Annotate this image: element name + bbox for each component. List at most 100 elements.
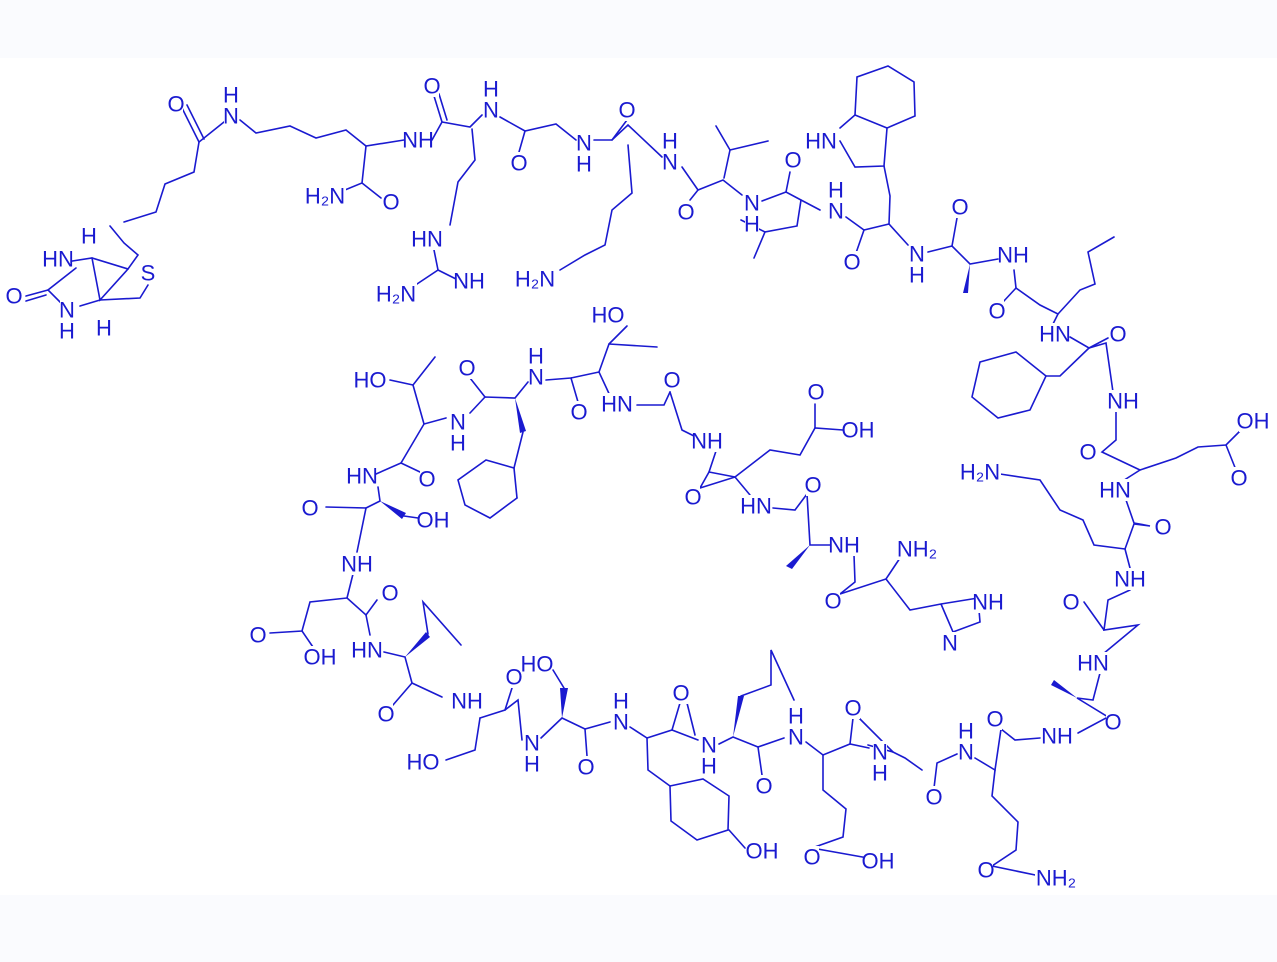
atom-label-bg	[974, 591, 1002, 613]
atom-label-thr2-O: O	[570, 400, 587, 425]
atom-label-bg	[484, 99, 498, 121]
structure-canvas	[0, 58, 1277, 895]
atom-label-ser2-NH: NH	[451, 689, 483, 714]
atom-label-bg	[745, 213, 759, 235]
atom-label-glu3-HN: HN	[740, 494, 772, 519]
atom-label-bg	[614, 690, 628, 712]
atom-label-bg	[845, 251, 859, 273]
atom-label-bg	[786, 149, 800, 171]
atom-label-bg	[910, 243, 924, 265]
atom-label-bg	[1081, 441, 1095, 463]
atom-label-gln-O: O	[986, 707, 1003, 732]
atom-label-bg	[529, 345, 543, 367]
atom-label-bg	[251, 624, 265, 646]
atom-label-bg	[1116, 568, 1144, 590]
atom-label-bg	[451, 411, 465, 433]
atom-label-trp-HN: HN	[805, 129, 837, 154]
atom-label-gly2-O: O	[844, 696, 861, 721]
atom-label-bg	[959, 461, 1001, 483]
atom-label-bg	[1239, 410, 1267, 432]
atom-label-bg	[384, 191, 398, 213]
atom-label-glu3-O: O	[807, 380, 824, 405]
atom-label-bg	[943, 632, 957, 654]
atom-label-bg	[844, 419, 872, 441]
atom-label-bg	[999, 244, 1027, 266]
atom-label-bg	[806, 474, 820, 496]
atom-label-bg	[896, 538, 938, 560]
atom-label-glu2-H: H	[788, 704, 804, 729]
atom-label-lys1-H2N: H₂N	[305, 184, 345, 209]
atom-label-bg	[614, 711, 628, 733]
atom-label-thr1-HO: HO	[354, 368, 387, 393]
atom-label-his-NH: NH	[972, 590, 1004, 615]
atom-label-val1-N: N	[744, 191, 760, 216]
atom-label-bg	[1079, 652, 1107, 674]
atom-label-bg	[1106, 711, 1120, 733]
atom-label-ser3-HN: HN	[346, 464, 378, 489]
atom-label-ala1-NH: NH	[997, 243, 1029, 268]
atom-label-bg	[523, 653, 551, 675]
atom-label-glu1-O2: O	[1230, 466, 1247, 491]
atom-label-arg-O: O	[423, 74, 440, 99]
atom-label-bg	[953, 196, 967, 218]
atom-label-arg-H: H	[483, 77, 499, 102]
atom-label-bg	[789, 705, 803, 727]
atom-label-thr2-HN: HN	[601, 392, 633, 417]
atom-label-bg	[348, 465, 376, 487]
atom-label-bg	[451, 432, 465, 454]
atom-label-biotin-S: S	[141, 261, 156, 286]
atom-label-biotin-N-bottom: N	[59, 298, 75, 323]
atom-label-bg	[525, 753, 539, 775]
atom-label-ser3-OH: OH	[417, 508, 450, 533]
atom-label-bg	[343, 553, 371, 575]
atom-label-bg	[674, 682, 688, 704]
atom-label-ser3-O: O	[301, 496, 318, 521]
atom-label-bg	[453, 690, 481, 712]
atom-label-biotin-H-bottom: H	[96, 316, 112, 341]
atom-label-bg	[425, 75, 439, 97]
atom-label-leu1-O: O	[784, 148, 801, 173]
atom-label-leu1-N: N	[828, 199, 844, 224]
atom-label-bg	[512, 152, 526, 174]
atom-label-phe2-H: H	[528, 344, 544, 369]
atom-label-bg	[873, 762, 887, 784]
atom-label-bg	[1109, 390, 1137, 412]
atom-label-val2-O: O	[377, 702, 394, 727]
atom-label-thr1-H: H	[450, 431, 466, 456]
atom-label-ser2-HO: HO	[407, 750, 440, 775]
atom-label-gly3-NH: NH	[691, 429, 723, 454]
atom-label-bg	[383, 582, 397, 604]
atom-label-val1-O: O	[677, 200, 694, 225]
atom-label-ile-HN: HN	[1039, 322, 1071, 347]
atom-label-gly2-N: N	[872, 740, 888, 765]
atom-label-asp-NH: NH	[341, 552, 373, 577]
atom-label-bg	[7, 285, 21, 307]
atom-label-glu3-O2: O	[684, 485, 701, 510]
atom-label-bg	[1035, 867, 1077, 889]
atom-label-bg	[990, 300, 1004, 322]
atom-label-val2-HN: HN	[351, 638, 383, 663]
top-margin-band	[0, 0, 1277, 58]
atom-label-bg	[748, 840, 776, 862]
atom-label-bg	[873, 741, 887, 763]
atom-label-bg	[420, 468, 434, 490]
atom-label-his-NH2: NH₂	[897, 537, 937, 562]
atom-label-ser1-N: N	[524, 731, 540, 756]
atom-label-bg	[353, 639, 381, 661]
atom-label-bg	[979, 859, 993, 881]
atom-label-bg	[419, 509, 447, 531]
atom-label-bg	[224, 84, 238, 106]
atom-label-gln-O2: O	[925, 785, 942, 810]
atom-label-bg	[789, 726, 803, 748]
atom-label-glu3-OH: OH	[842, 418, 875, 443]
atom-label-bg	[375, 283, 417, 305]
atom-label-bg	[830, 534, 858, 556]
atom-label-gln-H: H	[958, 719, 974, 744]
atom-label-bg	[141, 262, 155, 284]
atom-label-ala3-O: O	[1104, 710, 1121, 735]
atom-label-bg	[60, 320, 74, 342]
atom-label-bg	[1101, 479, 1129, 501]
atom-label-ala4-NH: NH	[828, 533, 860, 558]
atom-label-bg	[572, 401, 586, 423]
atom-label-bg	[829, 179, 843, 201]
